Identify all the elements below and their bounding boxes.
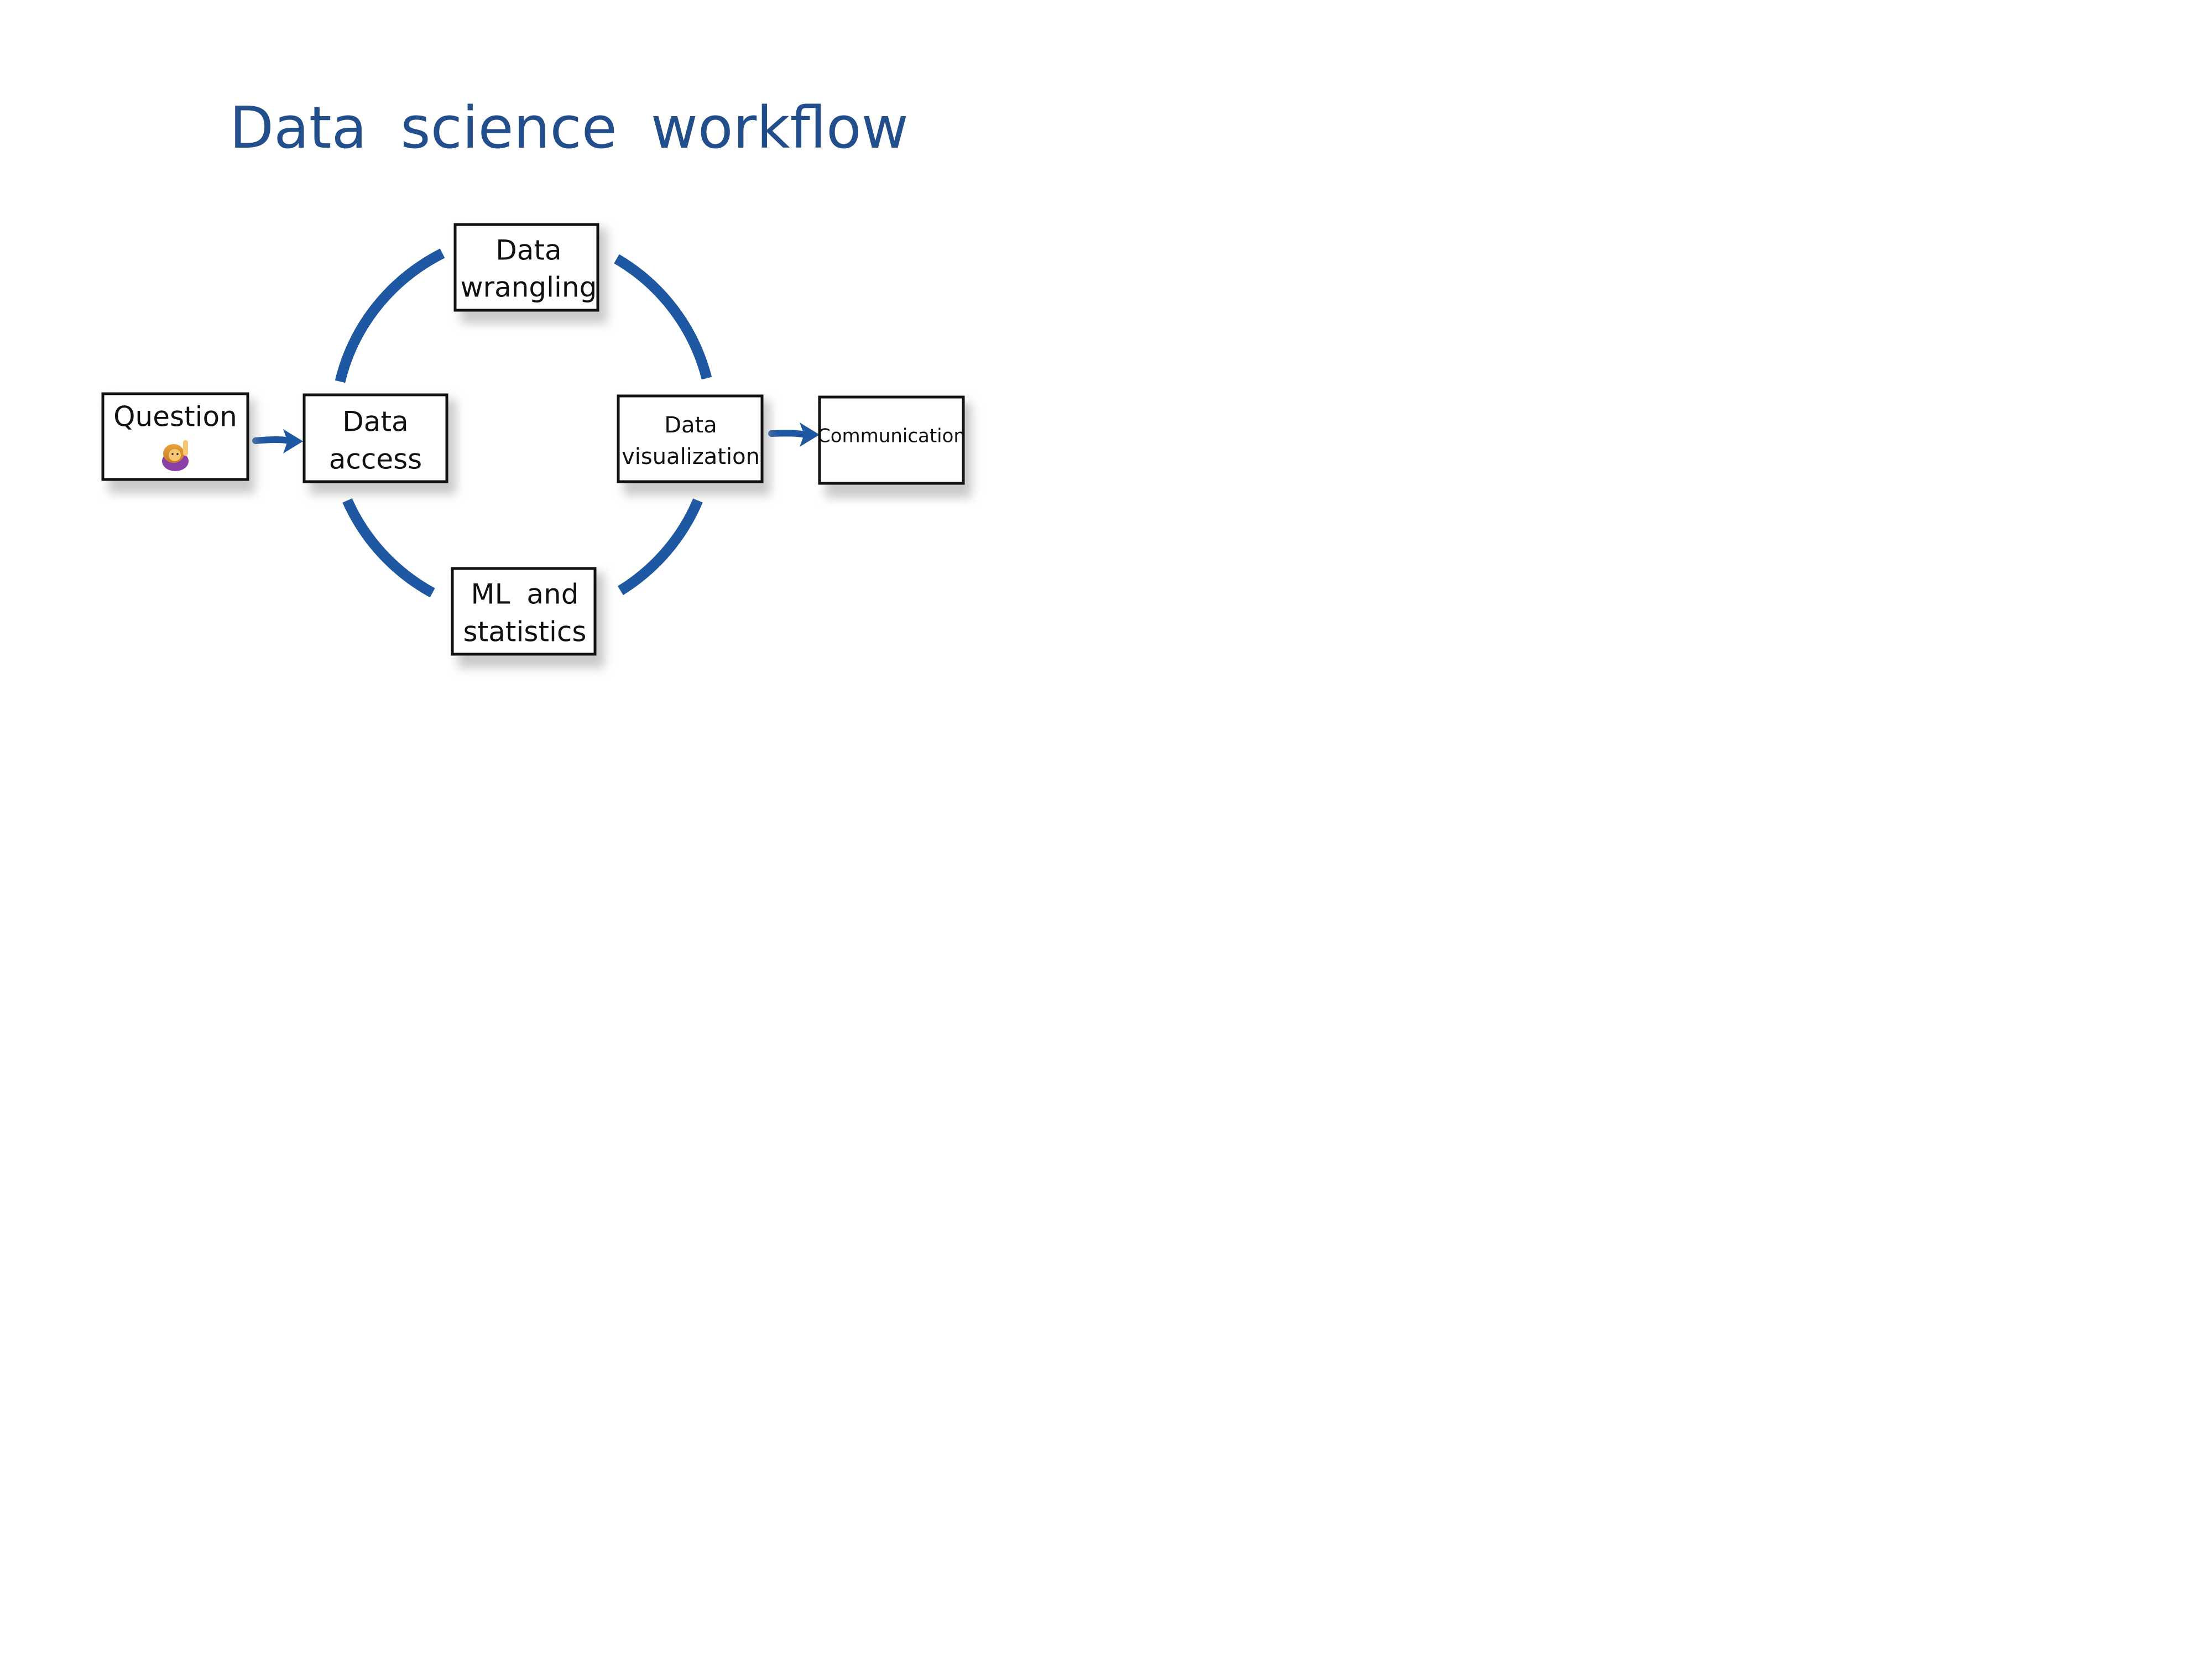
arc-ml-to-access [342,498,435,598]
node-data-wrangling-line-1: Data [495,234,561,267]
node-data-access-line-2: access [329,444,422,476]
node-data-wrangling: Data wrangling [453,223,607,324]
node-communication-label: Communication [817,425,966,447]
cycle-arcs [335,248,712,598]
arc-wrangling-to-visualization [614,254,712,380]
node-data-access: Data access [302,393,456,494]
arc-visualization-to-ml [617,498,703,596]
node-communication: Communication [817,395,972,498]
raising-hand-woman-emoji-icon [162,440,189,471]
node-question: Question [101,392,255,493]
node-ml-statistics-line-2: statistics [463,616,587,648]
arrow-visualization-to-communication [768,422,820,447]
node-question-label: Question [113,401,237,433]
node-data-visualization-line-1: Data [664,413,717,438]
arc-access-to-wrangling [335,248,445,383]
arrow-question-to-access [252,429,303,453]
node-data-wrangling-line-2: wrangling [461,272,597,304]
node-ml-statistics-line-1: ML and [471,578,579,611]
node-data-visualization: Data visualization [617,394,770,495]
node-data-visualization-line-2: visualization [622,444,760,469]
slide-title: Data science workflow [229,94,909,161]
node-ml-statistics: ML and statistics [451,567,604,668]
node-data-access-line-1: Data [342,406,408,438]
